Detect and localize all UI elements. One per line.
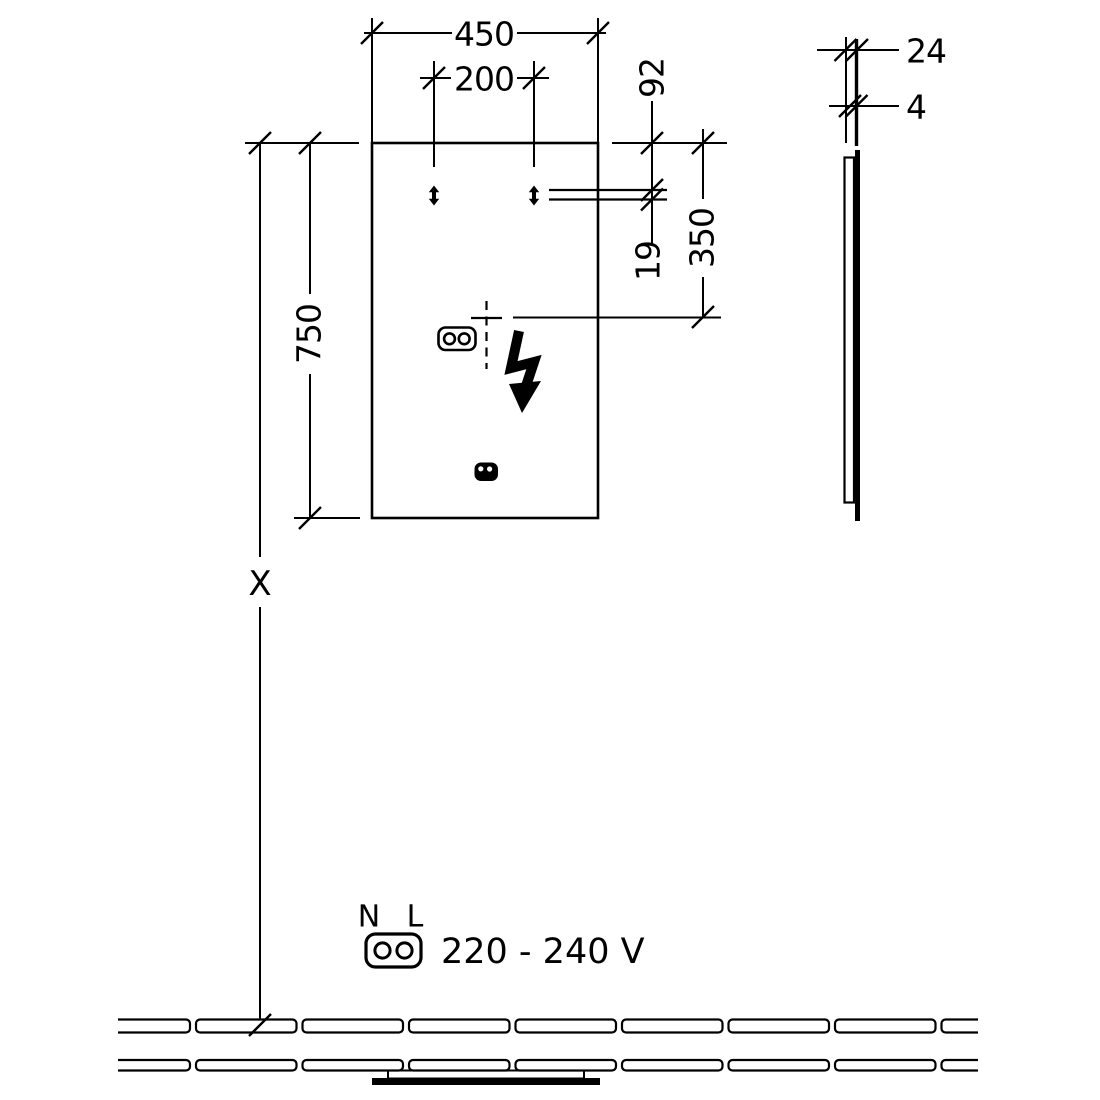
mirror-backing-profile (843, 156, 856, 504)
lightning-bolt-icon (504, 329, 542, 413)
tick-mark (845, 38, 869, 62)
tile (727, 1018, 831, 1034)
dim-depth-24: 24 (817, 32, 947, 71)
plan-view (0, 1006, 1100, 1090)
tile (301, 1018, 405, 1034)
tick-mark (248, 131, 272, 155)
power-legend: N L 220 - 240 V (358, 900, 645, 973)
tick-mark (838, 94, 862, 118)
dim-mounting-height-x: X (243, 131, 277, 1021)
tick-mark (640, 187, 664, 212)
tick-mark (360, 21, 384, 45)
mirror-backing-plan (387, 1069, 585, 1080)
dim-hole-spacing-200: 200 (420, 60, 549, 167)
mounting-point-icon (428, 185, 440, 206)
terminal-n-label: N (358, 900, 380, 935)
dim-24-label: 24 (906, 32, 946, 71)
tile-row-upper (88, 1018, 1044, 1034)
dim-x-label: X (248, 564, 271, 604)
label-mask (686, 199, 720, 277)
tick-mark (640, 178, 664, 202)
tick-mark (586, 21, 610, 45)
tile (620, 1018, 724, 1034)
power-connection-area (437, 301, 542, 481)
dim-height-750: 750 (245, 131, 360, 530)
tick-mark (691, 305, 715, 329)
side-view: 24 4 (817, 32, 947, 521)
terminal-l-label: L (407, 900, 424, 935)
tile (194, 1018, 298, 1034)
edge-mask (0, 1006, 118, 1090)
power-socket-icon (364, 932, 423, 969)
power-socket-icon (437, 326, 477, 352)
tick-mark (248, 1013, 272, 1037)
voltage-range-label: 220 - 240 V (441, 932, 645, 972)
tick-mark (833, 38, 858, 62)
tile (514, 1018, 618, 1034)
tick-mark (298, 506, 322, 530)
dim-350: 350 (513, 129, 722, 329)
dim-750-label: 750 (290, 304, 329, 364)
tile (407, 1058, 511, 1072)
dim-4-label: 4 (906, 88, 926, 127)
dim-glass-4: 4 (829, 88, 927, 127)
tile (301, 1058, 405, 1072)
label-mask (243, 557, 277, 607)
front-view: 450 200 (243, 15, 727, 1021)
label-mask (452, 15, 517, 51)
tile (833, 1058, 937, 1072)
tick-mark (298, 131, 322, 155)
label-mask (292, 294, 326, 374)
mounting-points (428, 185, 667, 206)
dim-92-19: 92 19 (612, 58, 727, 281)
tile (407, 1018, 511, 1034)
tile-row-lower (88, 1058, 1044, 1072)
tick-mark (844, 94, 869, 118)
tile (833, 1018, 937, 1034)
tile (727, 1058, 831, 1072)
mounting-point-icon (528, 185, 540, 206)
tick-mark (422, 66, 446, 90)
label-mask (451, 60, 517, 96)
dim-350-label: 350 (683, 208, 722, 268)
dim-200-label: 200 (454, 60, 514, 99)
cable-outlet-icon (474, 462, 498, 481)
tile (194, 1058, 298, 1072)
edge-mask (978, 1006, 1100, 1090)
dim-width-450: 450 (360, 15, 610, 143)
tick-mark (522, 66, 546, 90)
dim-19-label: 19 (629, 241, 668, 281)
tick-mark (640, 131, 664, 155)
mirror-glass-plan (372, 1078, 600, 1085)
dim-92-label: 92 (633, 58, 672, 98)
tile (514, 1058, 618, 1072)
tile (620, 1058, 724, 1072)
tick-mark (691, 131, 715, 155)
dim-450-label: 450 (454, 15, 514, 54)
mirror-front-outline (370, 141, 600, 520)
